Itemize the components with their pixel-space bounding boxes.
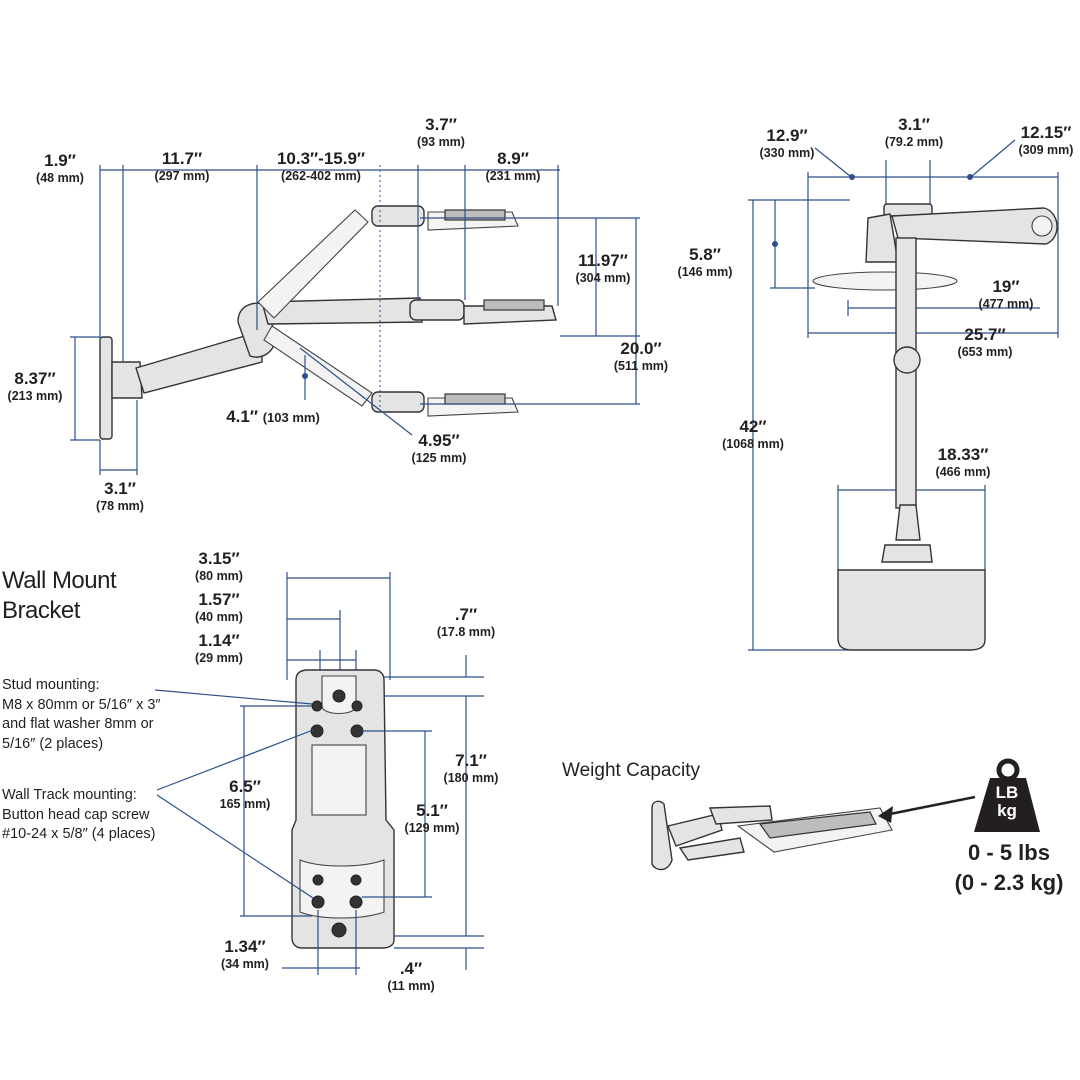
- dim-point: [967, 174, 973, 180]
- dim-0.7-label: .7″(17.8 mm): [436, 605, 496, 639]
- dim-0.4-label: .4″(11 mm): [387, 959, 435, 993]
- dim-10.3-15.9: 10.3″-15.9″(262-402 mm): [276, 149, 366, 183]
- dim-1.14-label: 1.14″(29 mm): [195, 631, 243, 665]
- top-post-knob: [893, 346, 921, 374]
- dim-12.9-label: 12.9″(330 mm): [759, 126, 815, 160]
- weight-arrow-line: [884, 795, 976, 817]
- leader-4.95: [299, 347, 413, 436]
- weight-icon-kg: kg: [997, 800, 1017, 820]
- tilt-head-mid: [409, 299, 465, 321]
- track-mounting-note: Wall Track mounting: Button head cap scr…: [2, 787, 156, 843]
- mini-upper-arm: [709, 805, 773, 825]
- weight-range: 0 - 5 lbs (0 - 2.3 kg): [938, 838, 1080, 897]
- weight-capacity-drawing: [651, 758, 1040, 871]
- dim-1.9: 1.9″(48 mm): [36, 151, 84, 185]
- hole-track-right-bottom: [349, 895, 363, 909]
- hole-track-left-bottom: [311, 895, 325, 909]
- mini-wall-plate: [651, 800, 673, 871]
- weight-range-kg: (0 - 2.3 kg): [954, 869, 1064, 895]
- dim-8.9: 8.9″(231 mm): [485, 149, 541, 183]
- wall-bracket: [111, 361, 143, 399]
- top-arm: [891, 207, 1058, 245]
- dim-point: [849, 174, 855, 180]
- stud-mounting-note: Stud mounting: M8 x 80mm or 5/16″ x 3″ a…: [2, 677, 161, 752]
- weight-arrow-head: [878, 806, 893, 823]
- dim-1.57-label: 1.57″(40 mm): [195, 590, 243, 624]
- mini-lower-arm: [667, 813, 723, 847]
- tilt-head-lowered: [371, 391, 425, 413]
- top-lower-clamp: [881, 544, 933, 563]
- dim-20.0-label: 20.0″(511 mm): [613, 339, 669, 373]
- bracket-drawing: [154, 572, 484, 975]
- dim-42-label: 42″(1068 mm): [722, 417, 784, 451]
- keyboard-raised: [444, 209, 506, 221]
- dim-6.5-label: 6.5″165 mm): [219, 777, 271, 811]
- dim-11.97-label: 11.97″(304 mm): [575, 251, 631, 285]
- dim-5.1-label: 5.1″(129 mm): [404, 801, 460, 835]
- bracket-window: [311, 744, 367, 816]
- dim-19-label: 19″(477 mm): [978, 277, 1034, 311]
- dim-8.37-label: 8.37″(213 mm): [7, 369, 63, 403]
- mini-arm-extension: [678, 837, 745, 861]
- dim-11.7: 11.7″(297 mm): [154, 149, 210, 183]
- upper-arm-lowered: [263, 325, 373, 407]
- leader-track-lower: [156, 794, 314, 899]
- leader-12.9: [814, 147, 851, 177]
- top-tray-plate: [812, 271, 958, 291]
- hole-lower-right: [350, 874, 362, 886]
- hole-stud-left: [311, 700, 323, 712]
- dim-point: [772, 241, 778, 247]
- tilt-head-raised: [371, 205, 425, 227]
- top-lower-bracket: [895, 504, 921, 541]
- dim-point: [302, 373, 308, 379]
- dim-18.33-label: 18.33″(466 mm): [935, 445, 991, 479]
- top-keyboard-body: [837, 569, 986, 651]
- bracket-title: Wall Mount Bracket: [2, 567, 117, 624]
- dim-5.8-label: 5.8″(146 mm): [677, 245, 733, 279]
- weight-icon-text: LB kg: [974, 784, 1040, 820]
- weight-capacity-title: Weight Capacity: [562, 760, 700, 781]
- leader-stud: [154, 689, 313, 705]
- upper-arm-raised: [257, 209, 369, 319]
- hole-track-left-top: [310, 724, 324, 738]
- weight-range-lbs: 0 - 5 lbs: [968, 840, 1050, 865]
- hole-track-right-top: [350, 724, 364, 738]
- top-arm-knob: [1031, 215, 1053, 237]
- keyboard-mid: [483, 299, 545, 311]
- top-view-drawing: [748, 139, 1059, 651]
- leader-track-upper: [156, 729, 314, 791]
- dim-25.7-label: 25.7″(653 mm): [957, 325, 1013, 359]
- dim-3.1-label: 3.1″(78 mm): [96, 479, 144, 513]
- hole-stud-right: [351, 700, 363, 712]
- lower-arm: [135, 334, 263, 394]
- dim-3.15-label: 3.15″(80 mm): [195, 549, 243, 583]
- dim-4.95-label: 4.95″(125 mm): [411, 431, 467, 465]
- leader-12.15: [971, 139, 1016, 177]
- hole-lower-left: [312, 874, 324, 886]
- dim-7.1-label: 7.1″(180 mm): [443, 751, 499, 785]
- wall-plate: [99, 336, 113, 440]
- hole-bottom-center: [331, 922, 347, 938]
- dim-4.1-label: 4.1″ (103 mm): [226, 407, 320, 426]
- dim-12.15-label: 12.15″(309 mm): [1018, 123, 1074, 157]
- dim-3.1-top-label: 3.1″(79.2 mm): [884, 115, 944, 149]
- weight-icon-lb: LB: [995, 783, 1019, 802]
- mini-keyboard: [758, 811, 877, 839]
- side-view-drawing: [70, 165, 640, 475]
- dim-3.7: 3.7″(93 mm): [417, 115, 465, 149]
- keyboard-lowered: [444, 393, 506, 405]
- bracket-lower-pocket: [299, 859, 385, 919]
- hole-top-center: [332, 689, 346, 703]
- dim-1.34-label: 1.34″(34 mm): [221, 937, 269, 971]
- upper-arm-mid: [261, 297, 423, 325]
- weight-icon: [974, 758, 1040, 832]
